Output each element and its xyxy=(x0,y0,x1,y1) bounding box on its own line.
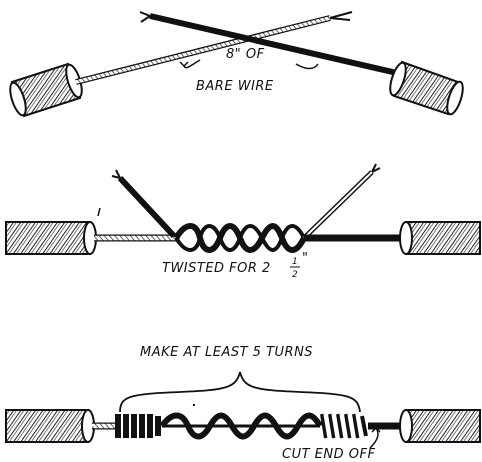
right-insulation-1 xyxy=(389,60,464,116)
label-twisted-num: 1 xyxy=(292,257,298,267)
right-insulation-2 xyxy=(399,221,481,255)
panel-wrapped: MAKE AT LEAST 5 TURNS CUT END OFF xyxy=(5,345,481,462)
twist-middle-3 xyxy=(159,412,323,440)
right-bare-wire-1 xyxy=(149,13,411,79)
left-insulation-1 xyxy=(9,62,83,118)
label-twisted-unit: " xyxy=(302,251,308,266)
right-coil xyxy=(320,413,368,439)
panel-bare-wire: 8" OF BARE WIRE xyxy=(9,11,464,118)
right-insulation-3 xyxy=(399,409,481,443)
left-insulation-3 xyxy=(5,409,95,443)
panel-twisted: TWISTED FOR 2 1 2 " xyxy=(5,163,481,280)
label-cut-end: CUT END OFF xyxy=(282,447,375,462)
label-bare-wire-line1: 8" OF xyxy=(226,47,265,62)
label-twisted-den: 2 xyxy=(292,270,298,280)
free-end-left-2 xyxy=(117,175,177,239)
label-twisted: TWISTED FOR 2 xyxy=(162,261,271,276)
brace xyxy=(119,371,361,413)
arrow-left-1 xyxy=(183,59,201,69)
left-coil xyxy=(115,414,161,438)
label-bare-wire-line2: BARE WIRE xyxy=(196,79,274,94)
label-make-turns: MAKE AT LEAST 5 TURNS xyxy=(140,345,313,360)
left-insulation-2 xyxy=(5,221,97,255)
arrow-right-1 xyxy=(295,63,319,70)
